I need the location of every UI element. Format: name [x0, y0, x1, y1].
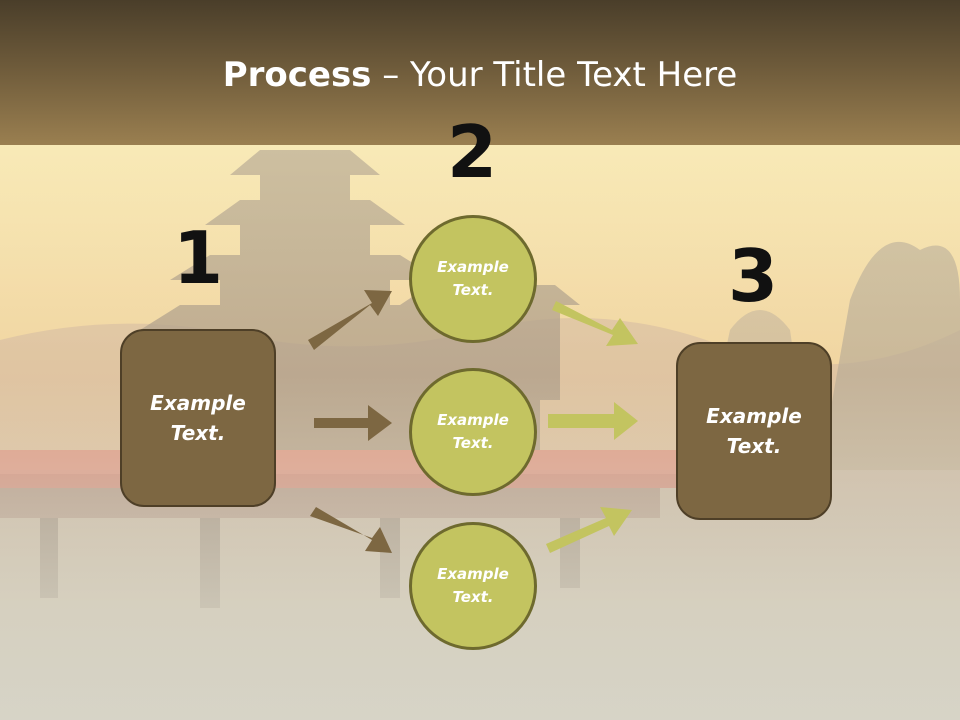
step-number-2: 2: [446, 110, 498, 194]
step-number-1: 1: [172, 216, 224, 300]
slide-title: Process – Your Title Text Here: [0, 52, 960, 98]
title-bar: [0, 0, 960, 145]
arrow-left-to-top: [308, 290, 392, 350]
step-number-3: 3: [727, 234, 779, 318]
left-step-box: Example Text.: [120, 329, 276, 507]
circle-middle: Example Text.: [409, 368, 537, 496]
circle-bottom-text: Example Text.: [437, 565, 509, 606]
arrow-top-to-right: [552, 301, 638, 346]
circle-middle-text: Example Text.: [437, 411, 509, 452]
arrow-left-to-bottom: [310, 507, 392, 553]
arrow-bottom-to-right: [546, 507, 632, 553]
left-step-text: Example Text.: [150, 391, 246, 445]
arrow-middle-to-right: [548, 402, 638, 440]
arrow-left-to-middle: [314, 405, 392, 441]
circle-bottom: Example Text.: [409, 522, 537, 650]
right-step-box: Example Text.: [676, 342, 832, 520]
circle-top-text: Example Text.: [437, 258, 509, 299]
title-bold: Process: [222, 55, 372, 95]
right-step-text: Example Text.: [706, 404, 802, 458]
circle-top: Example Text.: [409, 215, 537, 343]
title-rest: – Your Title Text Here: [371, 55, 738, 95]
